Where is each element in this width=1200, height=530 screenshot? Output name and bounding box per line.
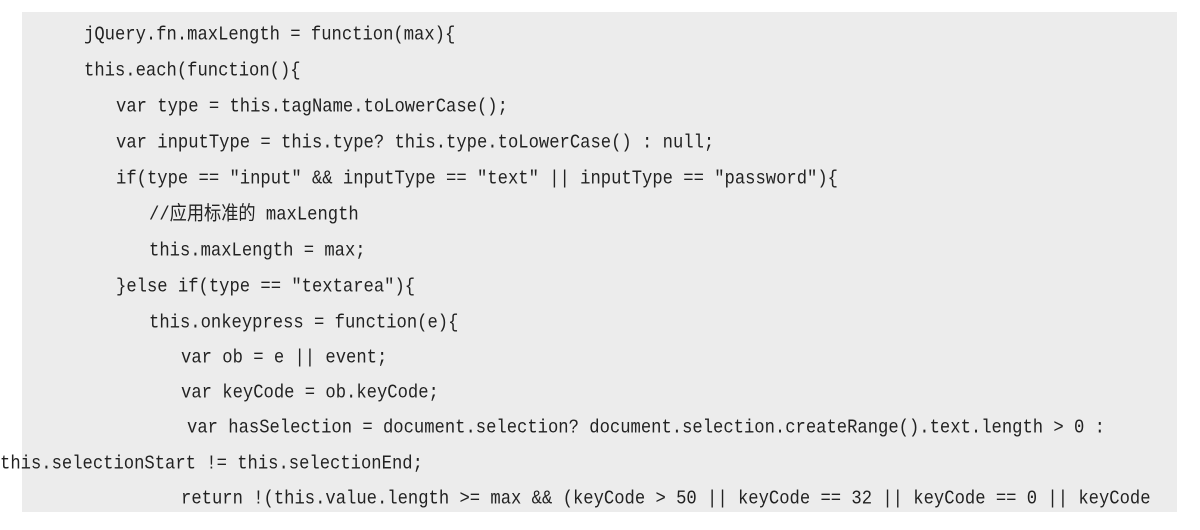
code-line: jQuery.fn.maxLength = function(max){ [84, 24, 456, 47]
code-line: this.maxLength = max; [149, 240, 366, 263]
code-line: this.onkeypress = function(e){ [149, 312, 459, 335]
code-line: if(type == "input" && inputType == "text… [116, 168, 838, 191]
code-line: var inputType = this.type? this.type.toL… [116, 132, 715, 155]
code-line: }else if(type == "textarea"){ [116, 276, 416, 299]
code-line: var hasSelection = document.selection? d… [187, 417, 1105, 440]
code-line: this.selectionStart != this.selectionEnd… [0, 453, 423, 476]
code-line: var ob = e || event; [181, 347, 388, 370]
code-block-background [22, 12, 1177, 512]
code-line: this.each(function(){ [84, 60, 301, 83]
code-comment: //应用标准的 maxLength [149, 204, 359, 227]
code-line: return !(this.value.length >= max && (ke… [181, 488, 1151, 511]
code-line: var type = this.tagName.toLowerCase(); [116, 96, 508, 119]
code-line: var keyCode = ob.keyCode; [181, 382, 439, 405]
